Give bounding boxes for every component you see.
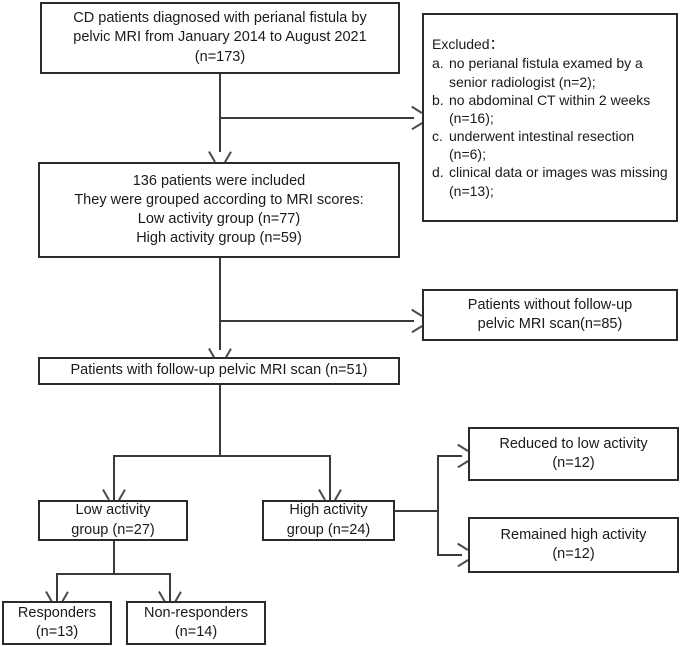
node-included-line-1: 136 patients were included bbox=[132, 172, 306, 189]
connector-to-remained-high bbox=[437, 554, 462, 556]
node-excluded-item: d. clinical data or images was missing (… bbox=[432, 163, 668, 199]
node-reduced-low-line-2: (n=12) bbox=[552, 455, 595, 471]
node-excluded-item: c. underwent intestinal resection (n=6); bbox=[432, 127, 668, 163]
node-excluded-item-marker: a. bbox=[432, 55, 444, 72]
node-responders-line-1: Responders bbox=[17, 604, 97, 621]
node-excluded-title: Excluded： bbox=[432, 36, 504, 53]
node-responders-line-2: (n=13) bbox=[35, 624, 79, 640]
connector-to-responders bbox=[56, 573, 58, 601]
node-excluded-item: a. no perianal fistula examed by a senio… bbox=[432, 54, 668, 90]
node-excluded-item-marker: d. bbox=[432, 164, 444, 181]
node-non-responders[interactable]: Non-responders (n=14) bbox=[126, 601, 266, 645]
connector-followup-stem bbox=[219, 385, 221, 457]
node-excluded-item-marker: c. bbox=[432, 128, 443, 145]
arrowhead-responders bbox=[51, 590, 63, 601]
node-reduced-low-activity[interactable]: Reduced to low activity (n=12) bbox=[468, 427, 679, 481]
connector-high-activity-stem bbox=[393, 510, 438, 512]
connector-responders-bus bbox=[56, 573, 171, 575]
connector-enrolled-to-included bbox=[219, 74, 221, 152]
connector-included-to-followup bbox=[219, 258, 221, 350]
node-non-responders-line-1: Non-responders bbox=[144, 604, 248, 621]
node-low-activity-line-1: Low activity bbox=[75, 502, 151, 519]
node-included-line-3: Low activity group (n=77) bbox=[137, 211, 301, 227]
arrowhead-excluded bbox=[410, 112, 421, 124]
connector-included-to-no-followup bbox=[219, 320, 414, 322]
connector-high-activity-bus bbox=[437, 455, 439, 556]
arrowhead-non-responders bbox=[164, 590, 176, 601]
connector-followup-split-bus bbox=[113, 455, 331, 457]
node-excluded-item-text: clinical data or images was missing (n=1… bbox=[449, 164, 668, 199]
node-low-activity-line-2: group (n=27) bbox=[71, 521, 155, 538]
node-reduced-low-line-1: Reduced to low activity bbox=[499, 435, 648, 452]
arrowhead-included bbox=[214, 150, 226, 161]
arrowhead-remained-high bbox=[456, 549, 467, 561]
node-high-activity-line-1: High activity bbox=[289, 502, 368, 519]
node-no-followup-line-1: Patients without follow-up bbox=[467, 296, 633, 313]
arrowhead-reduced-low bbox=[456, 450, 467, 462]
node-excluded-item: b. no abdominal CT within 2 weeks (n=16)… bbox=[432, 91, 668, 127]
node-low-activity[interactable]: Low activity group (n=27) bbox=[38, 500, 188, 541]
node-non-responders-line-2: (n=14) bbox=[174, 624, 218, 640]
node-included-line-2: They were grouped according to MRI score… bbox=[74, 191, 364, 208]
arrowhead-low-activity bbox=[108, 488, 120, 499]
node-remained-high-activity[interactable]: Remained high activity (n=12) bbox=[468, 517, 679, 573]
node-included-line-4: High activity group (n=59) bbox=[136, 230, 302, 247]
connector-enrolled-to-excluded bbox=[219, 117, 414, 119]
node-no-followup[interactable]: Patients without follow-up pelvic MRI sc… bbox=[422, 289, 678, 341]
node-responders[interactable]: Responders (n=13) bbox=[2, 601, 112, 645]
node-excluded-item-marker: b. bbox=[432, 91, 444, 108]
node-remained-high-line-1: Remained high activity bbox=[500, 526, 647, 543]
node-high-activity[interactable]: High activity group (n=24) bbox=[262, 500, 395, 541]
connector-followup-to-high bbox=[329, 455, 331, 500]
node-included[interactable]: 136 patients were included They were gro… bbox=[38, 162, 400, 258]
node-high-activity-line-2: group (n=24) bbox=[286, 521, 371, 538]
node-enrolled[interactable]: CD patients diagnosed with perianal fist… bbox=[40, 2, 400, 74]
node-with-followup-line-1: Patients with follow-up pelvic MRI scan … bbox=[70, 362, 368, 379]
connector-to-non-responders bbox=[169, 573, 171, 601]
node-excluded-item-text: underwent intestinal resection (n=6); bbox=[449, 128, 635, 163]
node-excluded-item-text: no abdominal CT within 2 weeks (n=16); bbox=[449, 91, 651, 126]
node-excluded[interactable]: Excluded： a. no perianal fistula examed … bbox=[422, 13, 678, 222]
connector-followup-to-low bbox=[113, 455, 115, 500]
node-remained-high-line-2: (n=12) bbox=[552, 546, 595, 562]
node-enrolled-line-2: pelvic MRI from January 2014 to August 2… bbox=[73, 29, 367, 46]
connector-low-activity-stem bbox=[113, 541, 115, 575]
node-enrolled-line-1: CD patients diagnosed with perianal fist… bbox=[73, 10, 367, 27]
connector-to-reduced-low bbox=[437, 455, 462, 457]
node-excluded-item-text: no perianal fistula examed by a senior r… bbox=[449, 55, 643, 90]
node-no-followup-line-2: pelvic MRI scan(n=85) bbox=[477, 316, 623, 332]
arrowhead-no-followup bbox=[410, 315, 421, 327]
node-with-followup[interactable]: Patients with follow-up pelvic MRI scan … bbox=[38, 357, 400, 385]
node-enrolled-line-3: (n=173) bbox=[194, 48, 246, 65]
arrowhead-high-activity bbox=[324, 488, 336, 499]
